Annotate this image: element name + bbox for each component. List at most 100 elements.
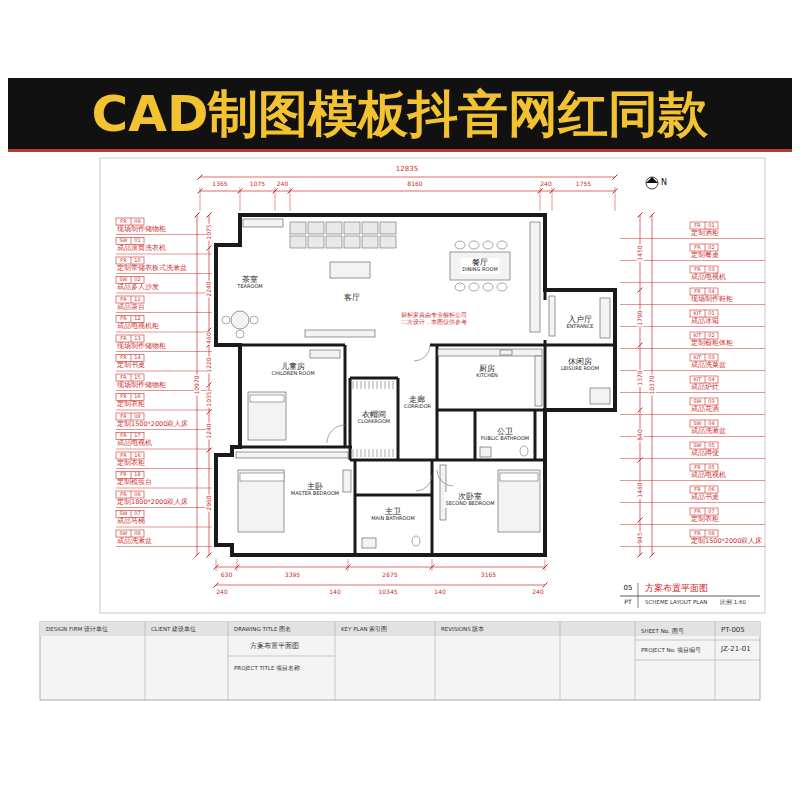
callout-tag [690, 222, 718, 229]
callout-code: FR [694, 465, 700, 471]
callout-number: 08 [134, 414, 140, 420]
furniture-outline [590, 388, 610, 404]
callout-number: 08 [134, 492, 140, 498]
callout-tag-divider [131, 511, 132, 518]
title-block [40, 622, 760, 700]
callout-code: SW [119, 277, 127, 283]
leader-line [116, 507, 212, 508]
callout-code: SW [119, 531, 127, 537]
callout-tag [116, 218, 144, 225]
dimension-tick [273, 189, 278, 194]
leader-line [116, 332, 212, 333]
callout-code: FR [120, 219, 126, 225]
furniture-outline [236, 452, 348, 458]
sofa-cushion [380, 222, 396, 234]
room-name: 走廊 [404, 396, 431, 404]
callout-tag-divider [705, 420, 706, 427]
dining-chair [497, 241, 507, 249]
callout-code: FR [694, 223, 700, 229]
dimension-tick [538, 189, 543, 194]
extension-line [348, 559, 349, 571]
callout-tag [690, 420, 718, 427]
callout-tag [690, 486, 718, 493]
sofa-cushion [308, 222, 324, 234]
room-name: 餐厅 [462, 259, 497, 267]
partition-wall [240, 446, 352, 449]
partition-wall [350, 459, 437, 462]
outer-wall [216, 215, 615, 555]
callout-tag [690, 244, 718, 251]
callout-tag-divider [705, 288, 706, 295]
dimension-text: 1220 [206, 356, 213, 373]
title-block-text: PROJECT TITLE 项目名称 [234, 665, 300, 671]
leader-line [116, 351, 212, 352]
callout-tag-divider [131, 394, 132, 401]
dimension-tick [543, 583, 548, 588]
callout-text: 成品书桌 [690, 494, 720, 501]
dimension-tick [543, 565, 548, 570]
dimension-text: 240 [539, 181, 552, 188]
room-name: 主卧 [291, 483, 339, 491]
hanger-stripe [365, 381, 366, 389]
drawing-number: 05 [624, 585, 633, 593]
dimension-text: 240 [215, 589, 228, 596]
callout-tag-divider [131, 355, 132, 362]
callout-tag-divider [131, 335, 132, 342]
dimension-text: 1035 [206, 390, 213, 407]
dimension-text: 840 [637, 428, 644, 441]
callout-number: 06 [708, 487, 714, 493]
callout-tag-divider [705, 530, 706, 537]
sofa-cushion [380, 236, 396, 248]
title-block-rule [635, 660, 760, 661]
dimension-text: 1075 [249, 181, 266, 188]
callout-code: SW [693, 443, 701, 449]
sofa-cushion [290, 236, 306, 248]
sofa-cushion [344, 236, 360, 248]
dimension-text: 1460 [637, 481, 644, 498]
room-name: 厨房 [476, 365, 498, 373]
furniture-outline [248, 392, 286, 440]
title-block-rule [715, 622, 716, 700]
room-name-en: DINING ROOM [462, 267, 497, 273]
leader-line [116, 468, 212, 469]
leader-line [116, 449, 212, 450]
hanger-stripe [389, 381, 390, 389]
title-block-header [40, 622, 760, 636]
callout-tag-divider [131, 491, 132, 498]
partition-wall [431, 460, 434, 555]
dimension-tick [613, 189, 618, 194]
title-block-rule [228, 656, 335, 657]
room-label: 主卫MAIN BATHROOM [370, 507, 415, 523]
dimension-text: 1755 [575, 181, 592, 188]
callout-text: 成品洗菜盆 [690, 362, 727, 369]
callout-code: FR [120, 297, 126, 303]
room-label: 走廊CORRIDOR [403, 395, 432, 411]
partition-wall [355, 494, 432, 497]
sofa-cushion [290, 222, 306, 234]
callout-number: 04 [708, 421, 714, 427]
callout-text: 成品滚筒洗衣机 [116, 245, 167, 252]
tea-chair [236, 330, 244, 338]
callout-code: KIT [694, 377, 702, 383]
callout-code: FR [120, 316, 126, 322]
hanger-stripe [353, 449, 354, 457]
callout-tag-divider [131, 374, 132, 381]
dimension-text: 10345 [377, 589, 398, 596]
callout-number: 02 [708, 245, 714, 251]
callout-tag [690, 266, 718, 273]
callout-text: 定制书桌 [116, 362, 146, 369]
furniture-outline [530, 222, 540, 332]
room-name: 次卧室 [445, 493, 494, 501]
callout-tag [116, 277, 144, 284]
callout-tag [116, 296, 144, 303]
callout-code: FR [120, 375, 126, 381]
callout-number: 01 [134, 238, 140, 244]
dining-chair [469, 283, 479, 291]
pillow [250, 395, 284, 402]
room-label: 公卫PUBLIC BATHROOM [480, 427, 530, 443]
leader-line [116, 254, 212, 255]
furniture-outline [238, 470, 284, 532]
callout-text: 成品电视机 [116, 440, 153, 447]
leader-line [116, 546, 212, 547]
drawing-title-en: SCHEME LAYOUT PLAN [645, 599, 707, 605]
